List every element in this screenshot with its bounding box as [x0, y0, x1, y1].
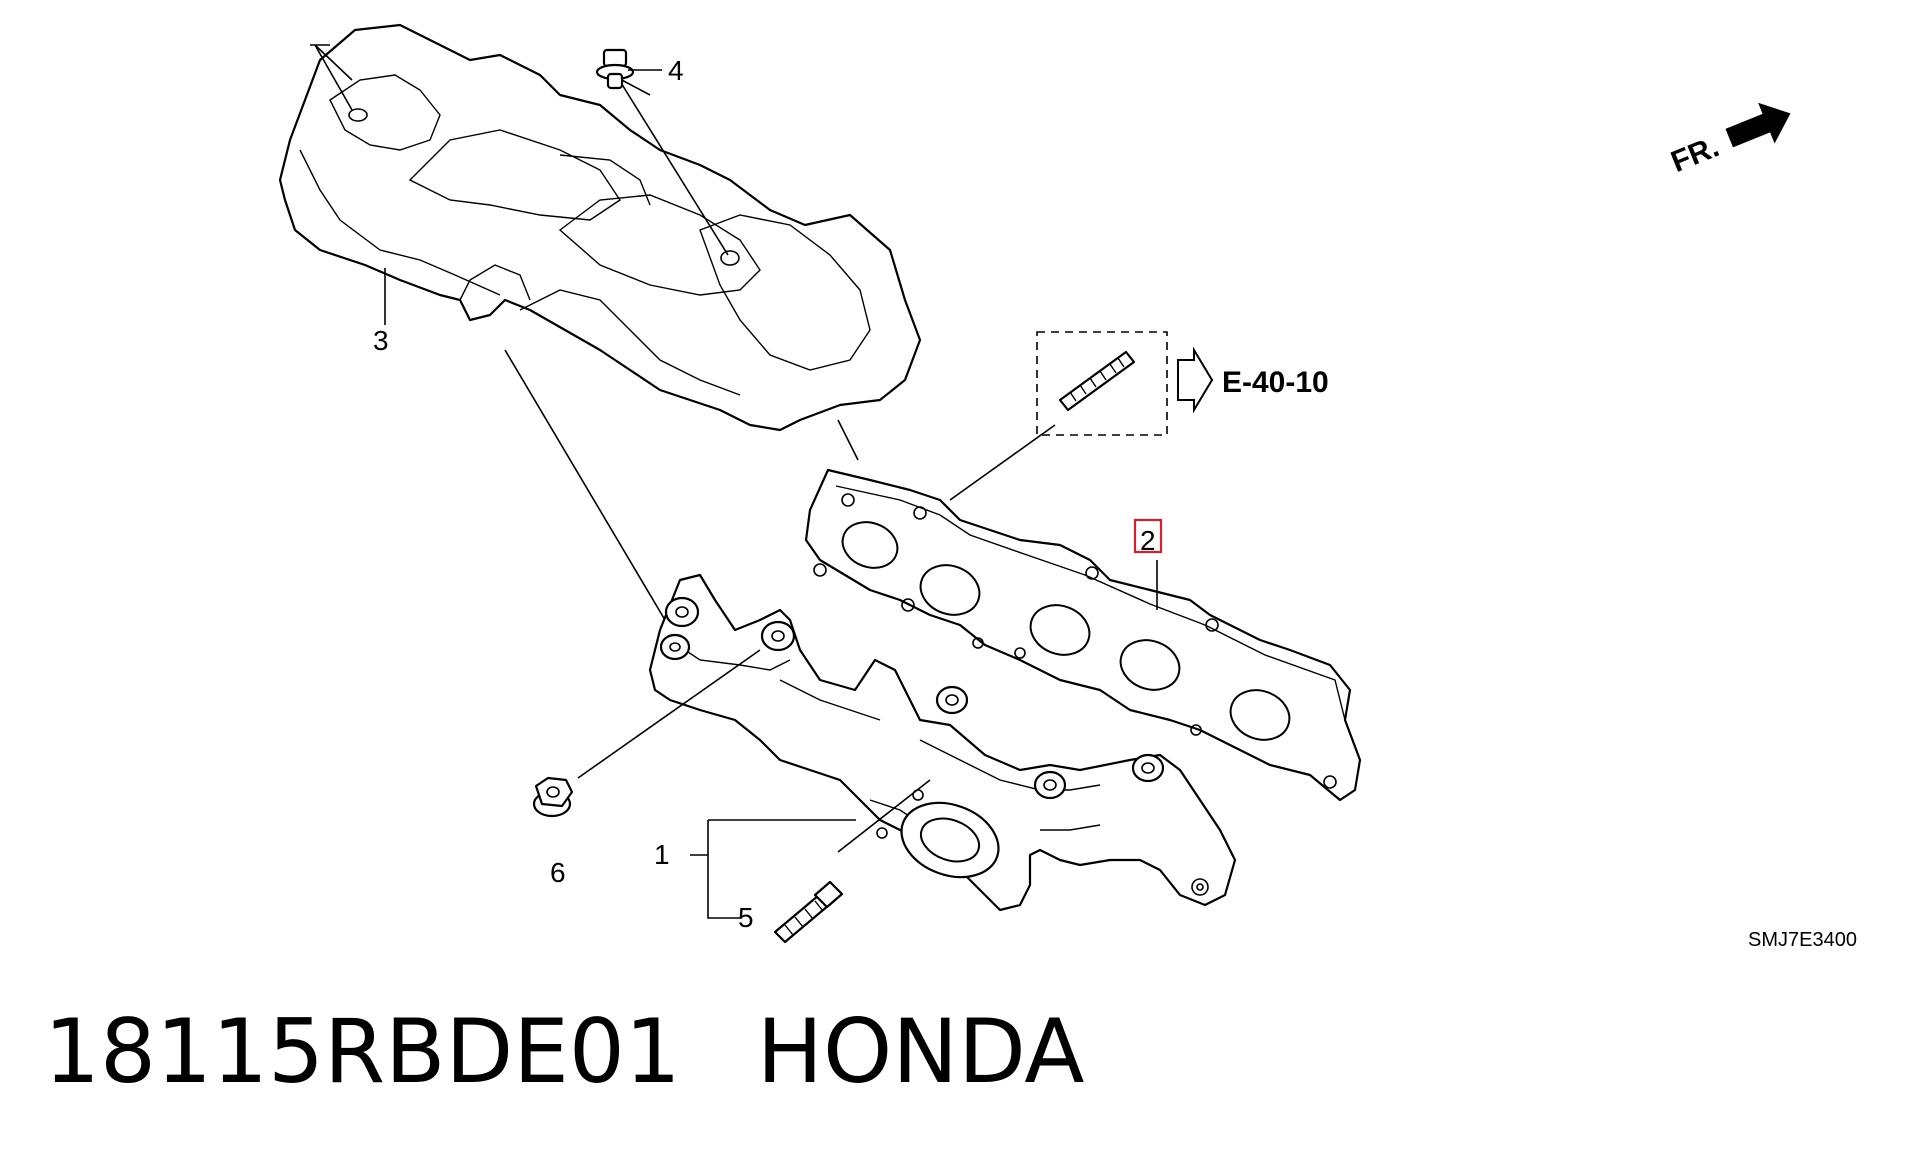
reference-box — [1036, 331, 1168, 436]
shield-bolt-hole-left — [348, 108, 368, 122]
callout-5: 5 — [738, 902, 754, 933]
callout-6: 6 — [550, 857, 566, 888]
callout-3: 3 — [373, 325, 389, 356]
shield-bolt-hole-right — [720, 250, 740, 266]
diagram-code: SMJ7E3400 — [1748, 929, 1857, 951]
reference-label: E-40-10 — [1222, 366, 1329, 399]
gasket-port-1 — [841, 521, 899, 569]
svg-text:FR.: FR. — [1667, 130, 1724, 179]
callout-2-highlight — [1133, 518, 1163, 554]
gasket-port-2 — [919, 564, 981, 616]
gasket-port-3 — [1029, 604, 1091, 656]
brand-name: HONDA — [756, 1000, 1085, 1103]
reference-stud — [1058, 350, 1136, 412]
reference-arrow — [1177, 346, 1214, 414]
part-number: 18115RBDE01 — [44, 1000, 681, 1103]
callout-2: 2 — [1140, 525, 1156, 556]
manifold-outlet-flange — [900, 801, 1000, 879]
callout-4: 4 — [668, 55, 684, 86]
heat-shield[interactable] — [278, 23, 922, 432]
front-direction-marker: FR. — [1667, 102, 1791, 179]
exhaust-stud[interactable] — [773, 880, 844, 944]
gasket-port-5 — [1229, 689, 1291, 741]
flange-bolt[interactable] — [595, 48, 635, 90]
manifold-gasket[interactable] — [804, 468, 1362, 802]
callout-1: 1 — [654, 839, 670, 870]
flange-nut[interactable] — [532, 776, 574, 818]
gasket-port-4 — [1119, 639, 1181, 691]
